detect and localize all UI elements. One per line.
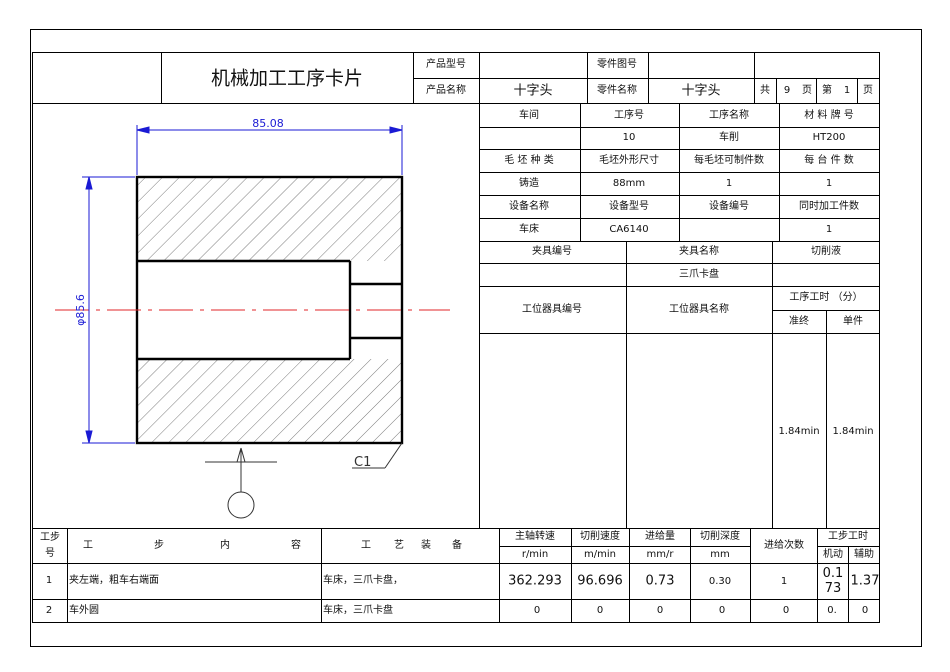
chamfer-label: C1 bbox=[354, 455, 371, 470]
equip-no-label: 设备编号 bbox=[709, 201, 749, 212]
page-unit-2: 页 bbox=[863, 85, 873, 96]
step-2-feed: 0 bbox=[656, 605, 664, 616]
op-no-label: 工序号 bbox=[614, 110, 644, 121]
coolant-label: 切削液 bbox=[811, 246, 841, 257]
page-number: 1 bbox=[843, 85, 851, 96]
op-name-value: 车削 bbox=[719, 132, 739, 143]
fixture-name-value: 三爪卡盘 bbox=[679, 269, 719, 280]
dim-diameter-text: φ85.6 bbox=[74, 294, 87, 326]
page-label: 第 bbox=[822, 85, 832, 96]
part-name-value: 十字头 bbox=[681, 83, 721, 99]
depth-unit: mm bbox=[710, 549, 730, 560]
process-card-frame bbox=[30, 29, 922, 647]
fixture-name-label: 夹具名称 bbox=[679, 246, 719, 257]
op-time-label: 工序工时 （分） bbox=[789, 292, 863, 303]
prep-label: 准终 bbox=[789, 316, 809, 327]
cut-speed-unit: m/min bbox=[584, 549, 616, 560]
product-name-value: 十字头 bbox=[513, 83, 553, 99]
unit-label: 单件 bbox=[843, 316, 863, 327]
simul-value: 1 bbox=[825, 224, 833, 235]
feed-unit: mm/r bbox=[646, 549, 674, 560]
step-1-cut-speed: 96.696 bbox=[577, 573, 623, 589]
step-1-speed: 362.293 bbox=[508, 573, 562, 589]
step-2-no: 2 bbox=[45, 605, 53, 616]
step-time-header: 工步工时 bbox=[828, 531, 868, 542]
blank-size-value: 88mm bbox=[612, 178, 646, 189]
part-drawing-no-label: 零件图号 bbox=[597, 59, 637, 70]
equip-header-char-4: 备 bbox=[452, 540, 462, 551]
equip-model-label: 设备型号 bbox=[609, 201, 649, 212]
parts-per-machine-value: 1 bbox=[825, 178, 833, 189]
step-1-machine-time: 0.173 bbox=[822, 566, 844, 596]
page-unit: 页 bbox=[802, 85, 812, 96]
product-model-label: 产品型号 bbox=[426, 59, 466, 70]
step-2-speed: 0 bbox=[533, 605, 541, 616]
step-1-passes: 1 bbox=[780, 576, 788, 587]
equip-name-label: 设备名称 bbox=[509, 201, 549, 212]
station-tool-name-label: 工位器具名称 bbox=[669, 304, 729, 315]
step-2-machine-time: 0. bbox=[827, 605, 837, 616]
content-header-char-4: 容 bbox=[291, 540, 301, 551]
total-pages: 9 bbox=[783, 85, 791, 96]
content-header-char-3: 内 bbox=[220, 540, 230, 551]
step-1-depth: 0.30 bbox=[708, 576, 732, 587]
prep-time-value: 1.84min bbox=[778, 426, 820, 437]
unit-time-value: 1.84min bbox=[832, 426, 874, 437]
step-2-equipment: 车床，三爪卡盘 bbox=[323, 605, 393, 616]
step-2-content: 车外圆 bbox=[69, 605, 99, 616]
fixture-no-label: 夹具编号 bbox=[532, 246, 572, 257]
step-2-aux-time: 0 bbox=[861, 605, 869, 616]
blank-type-label: 毛 坯 种 类 bbox=[504, 155, 554, 166]
op-name-label: 工序名称 bbox=[709, 110, 749, 121]
spindle-speed-unit: r/min bbox=[521, 549, 549, 560]
total-label: 共 bbox=[760, 85, 770, 96]
blank-type-value: 铸造 bbox=[519, 178, 539, 189]
equip-name-value: 车床 bbox=[519, 224, 539, 235]
equip-header-char-3: 装 bbox=[421, 540, 431, 551]
simul-label: 同时加工件数 bbox=[799, 201, 859, 212]
step-2-cut-speed: 0 bbox=[596, 605, 604, 616]
machine-time-header: 机动 bbox=[823, 549, 843, 560]
material-value: HT200 bbox=[812, 132, 846, 143]
locating-symbol bbox=[205, 447, 277, 519]
step-no-header: 工步号 bbox=[40, 532, 60, 559]
step-1-content: 夹左端，粗车右端面 bbox=[69, 575, 159, 586]
parts-per-blank-label: 每毛坯可制件数 bbox=[694, 155, 764, 166]
step-1-equipment: 车床，三爪卡盘， bbox=[323, 575, 403, 586]
equip-header-char-2: 艺 bbox=[394, 540, 404, 551]
equip-model-value: CA6140 bbox=[609, 224, 649, 235]
station-tool-no-label: 工位器具编号 bbox=[522, 304, 582, 315]
workshop-label: 车间 bbox=[519, 110, 539, 121]
section-hatch-bottom bbox=[137, 359, 402, 443]
depth-header: 切削深度 bbox=[700, 531, 740, 542]
section-hatch-top bbox=[137, 177, 402, 261]
content-header-char-2: 步 bbox=[154, 540, 164, 551]
step-1-no: 1 bbox=[45, 575, 53, 586]
card-title: 机械加工工序卡片 bbox=[210, 67, 364, 90]
step-2-passes: 0 bbox=[782, 605, 790, 616]
part-name-label: 零件名称 bbox=[597, 85, 637, 96]
op-no-value: 10 bbox=[622, 132, 636, 143]
cut-speed-header: 切削速度 bbox=[580, 531, 620, 542]
aux-time-header: 辅助 bbox=[854, 549, 874, 560]
equip-header-char-1: 工 bbox=[361, 540, 371, 551]
feed-header: 进给量 bbox=[645, 531, 675, 542]
parts-per-blank-value: 1 bbox=[725, 178, 733, 189]
dim-length-text: 85.08 bbox=[252, 117, 284, 130]
step-1-aux-time: 1.37 bbox=[850, 573, 880, 589]
parts-per-machine-label: 每 台 件 数 bbox=[804, 155, 854, 166]
material-label: 材 料 牌 号 bbox=[804, 110, 854, 121]
content-header-char-1: 工 bbox=[83, 540, 93, 551]
spindle-speed-header: 主轴转速 bbox=[515, 531, 555, 542]
step-1-feed: 0.73 bbox=[645, 573, 675, 589]
blank-size-label: 毛坯外形尺寸 bbox=[599, 155, 659, 166]
product-name-label: 产品名称 bbox=[426, 85, 466, 96]
passes-header: 进给次数 bbox=[764, 540, 804, 551]
step-2-depth: 0 bbox=[718, 605, 726, 616]
